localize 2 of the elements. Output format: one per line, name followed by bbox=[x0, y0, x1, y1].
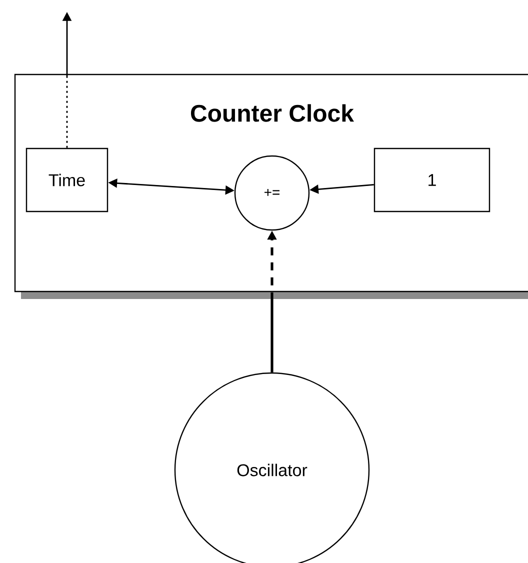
process-box: 1 bbox=[374, 148, 490, 212]
process-box: Time bbox=[26, 148, 108, 212]
